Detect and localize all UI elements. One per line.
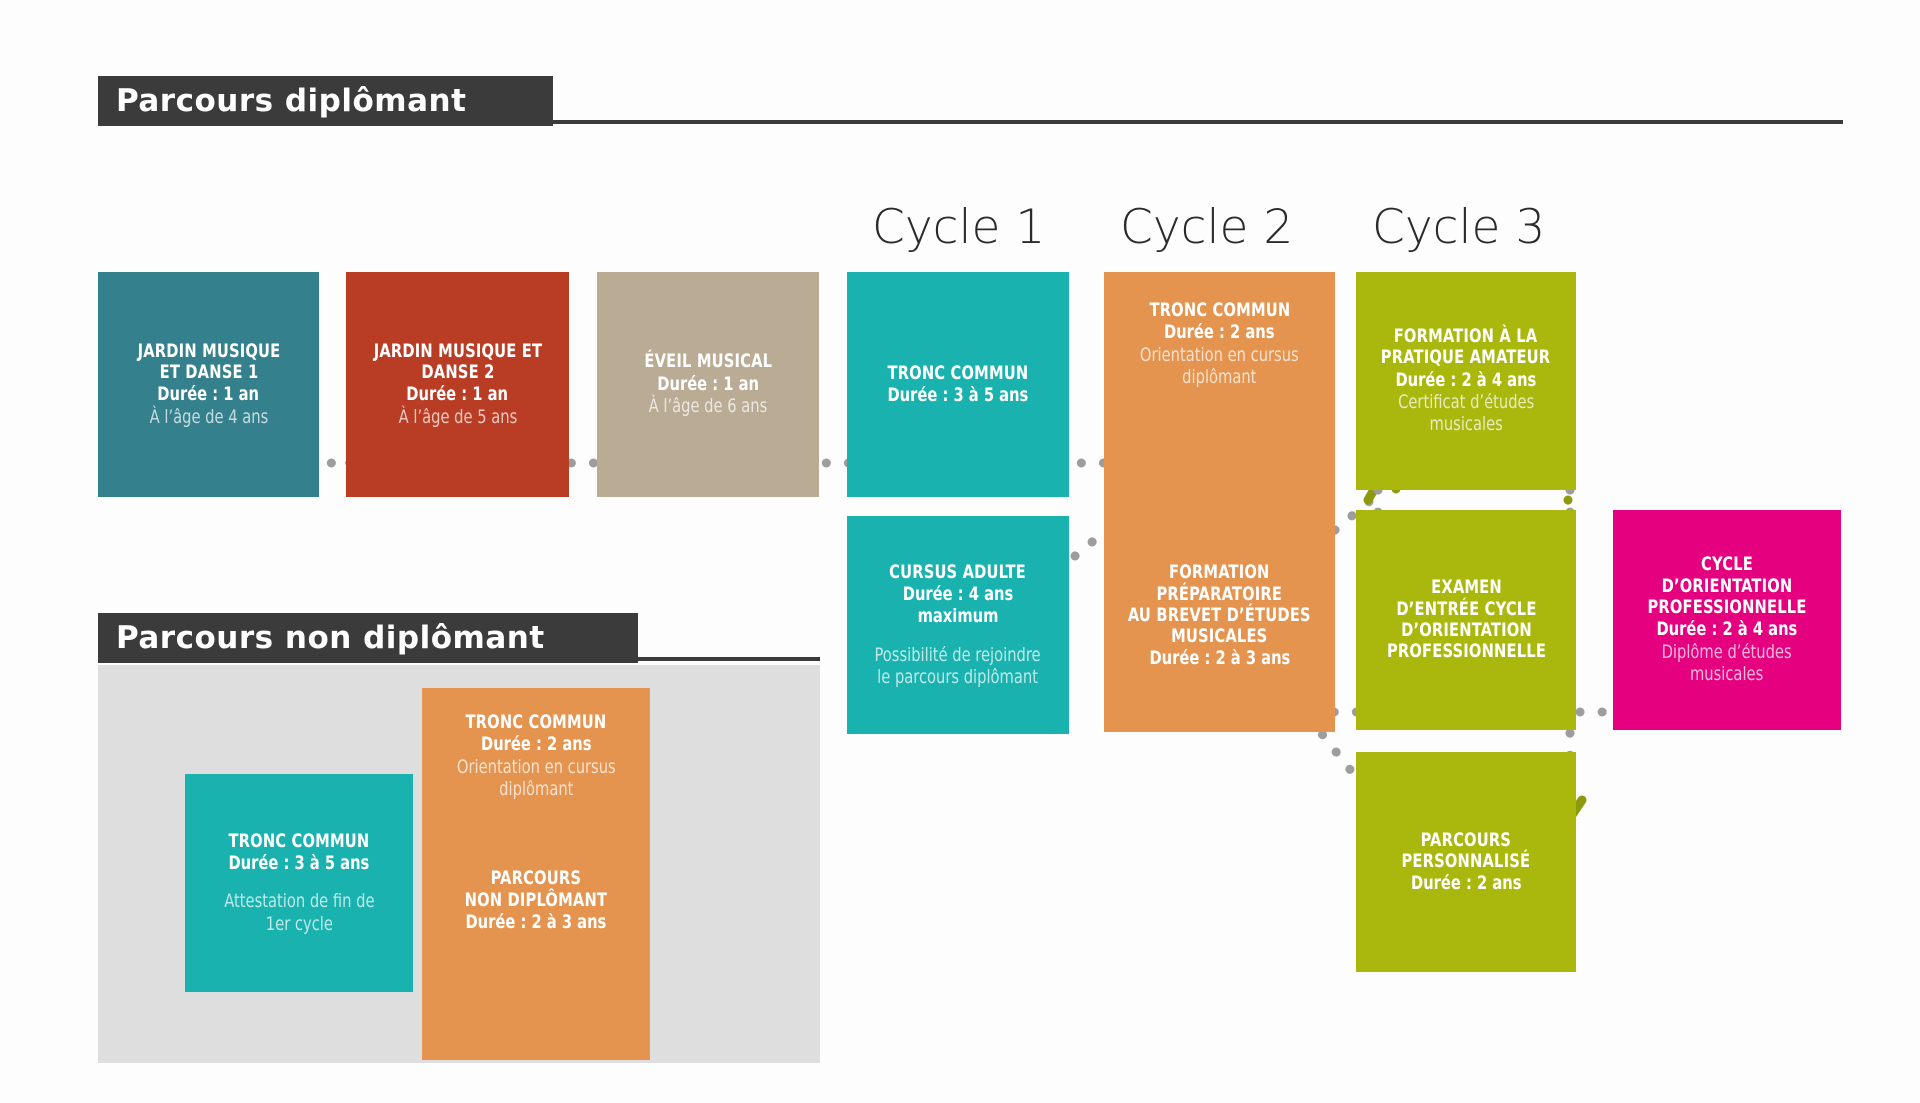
box-duration: Durée : 3 à 5 ans [887,383,1029,406]
box-eveil-musical[interactable]: ÉVEIL MUSICAL Durée : 1 an À l’âge de 6 … [597,272,819,497]
box-title: TRONC COMMUN [465,711,607,733]
box-title: TRONC COMMUN [228,829,370,852]
cycle-title-2-label: Cycle 2 [1120,200,1294,255]
section-banner-diplomant-label: Parcours diplômant [116,83,467,119]
cycle-title-3-label: Cycle 3 [1372,200,1546,255]
box-note: À l’âge de 4 ans [149,405,268,428]
cycle-title-2: Cycle 2 [1120,200,1293,255]
box-duration: Durée : 2 ans [480,733,592,756]
box-duration-secondary: Durée : 2 à 3 ans [465,911,607,934]
box-note: À l’âge de 6 ans [648,395,768,418]
box-tronc-commun-cycle-2[interactable]: TRONC COMMUN Durée : 2 ans Orientation e… [1104,272,1335,732]
box-duration: Durée : 1 an [657,372,759,395]
cycle-title-1: Cycle 1 [872,200,1045,255]
box-cursus-adulte[interactable]: CURSUS ADULTE Durée : 4 ans maximum Poss… [847,516,1069,734]
section-banner-diplomant: Parcours diplômant [98,76,553,126]
box-nd-tronc-commun[interactable]: TRONC COMMUN Durée : 3 à 5 ans Attestati… [185,774,413,992]
box-duration: Durée : 3 à 5 ans [228,852,370,875]
box-duration: Durée : 2 ans [1410,872,1522,895]
box-title: TRONC COMMUN [1149,299,1290,321]
cycle-title-1-label: Cycle 1 [872,200,1046,255]
box-duration: Durée : 2 ans [1164,321,1275,344]
box-nd-parcours-non-diplomant[interactable]: TRONC COMMUN Durée : 2 ans Orientation e… [422,688,650,1060]
box-duration: Durée : 2 à 3 ans [1149,647,1290,670]
section-rule-non-diplomant [638,657,820,661]
section-rule-diplomant [553,120,1843,124]
box-note: À l’âge de 5 ans [398,405,517,428]
cycle-title-3: Cycle 3 [1372,200,1545,255]
box-title: TRONC COMMUN [887,361,1029,384]
box-title: ÉVEIL MUSICAL [644,350,772,373]
box-tronc-commun-cycle-1[interactable]: TRONC COMMUN Durée : 3 à 5 ans [847,272,1069,497]
section-banner-non-diplomant-label: Parcours non diplômant [116,620,545,656]
box-duration: Durée : 4 ans maximum [902,582,1014,628]
box-title: CURSUS ADULTE [889,560,1027,583]
box-duration: Durée : 1 an [157,383,260,406]
box-duration: Durée : 2 à 4 ans [1395,368,1537,391]
box-duration: Durée : 1 an [406,383,509,406]
section-banner-non-diplomant: Parcours non diplômant [98,613,638,663]
box-duration: Durée : 2 à 4 ans [1656,618,1798,641]
